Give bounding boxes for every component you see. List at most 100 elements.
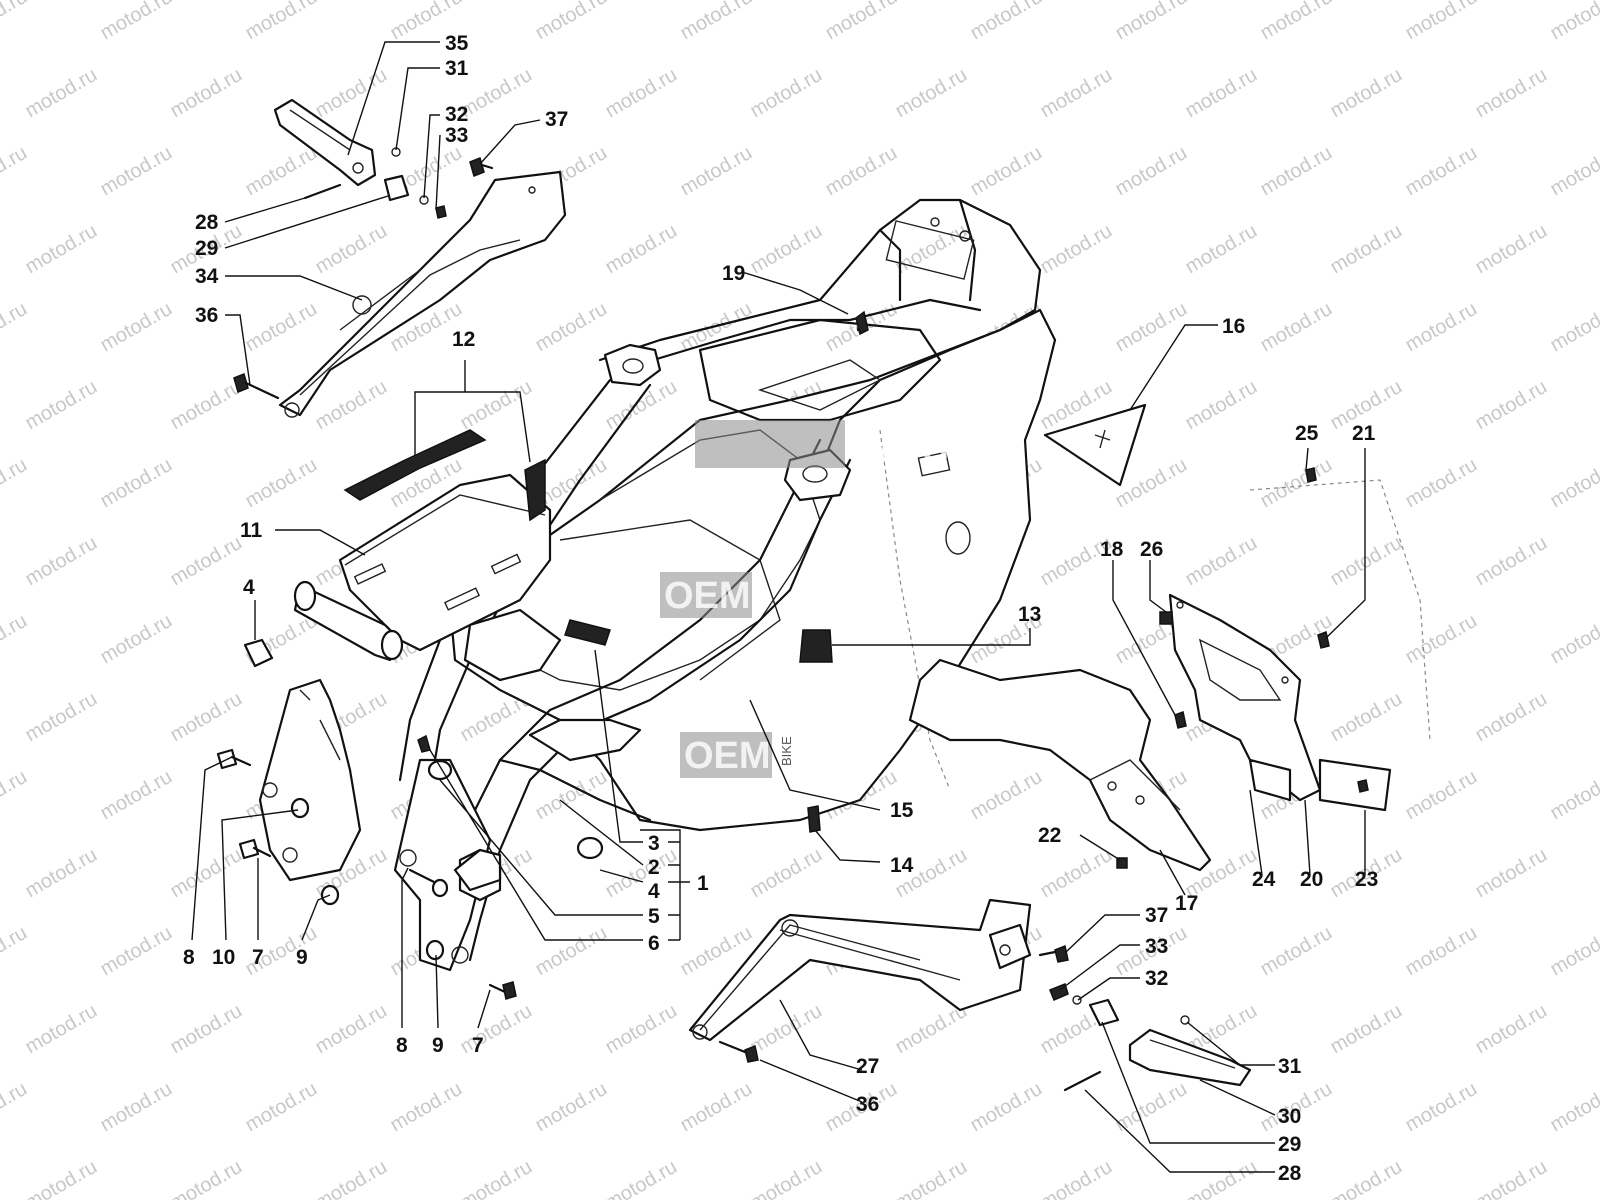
watermark-text: motod.ru [822,0,901,44]
callout-36-top: 36 [195,304,218,327]
watermark-text: motod.ru [0,0,31,44]
watermark-text: motod.ru [532,0,611,44]
watermark-text: motod.ru [747,1000,826,1059]
watermark-text: motod.ru [677,142,756,201]
callout-9-mid: 9 [432,1034,444,1057]
watermark-text: motod.ru [602,1000,681,1059]
watermark-text: motod.ru [822,142,901,201]
watermark-text: motod.ru [167,532,246,591]
watermark-text: motod.ru [167,1156,246,1200]
watermark-text: motod.ru [1257,298,1336,357]
watermark-text: motod.ru [1327,64,1406,123]
watermark-text: motod.ru [0,454,31,513]
watermark-text: motod.ru [1472,220,1551,279]
callout-3: 3 [648,832,660,855]
watermark-text: motod.ru [602,64,681,123]
watermark-text: motod.ru [1037,64,1116,123]
watermark-text: motod.ru [22,688,101,747]
watermark-text: motod.ru [677,1078,756,1137]
callout-31-top: 31 [445,57,469,80]
watermark-text: motod.ru [1112,0,1191,44]
watermark-text: motod.ru [242,454,321,513]
brand-watermark: PARTS OEM PARTS OEM BIKE [660,420,981,778]
watermark-text: motod.ru [0,298,31,357]
watermark-text: motod.ru [22,376,101,435]
callout-8-mid: 8 [396,1034,408,1057]
callout-24: 24 [1252,868,1276,891]
watermark-text: motod.ru [747,64,826,123]
watermark-brand-left-2: OEM [684,735,771,777]
watermark-text: motod.ru [532,766,611,825]
callout-15: 15 [890,799,914,822]
watermark-text: motod.ru [0,766,31,825]
callout-8-left: 8 [183,946,195,969]
watermark-text: motod.ru [892,1156,971,1200]
triangle-plate [1043,403,1147,487]
watermark-text: motod.ru [22,532,101,591]
callout-7-mid: 7 [472,1034,484,1057]
watermark-text: motod.ru [1327,1000,1406,1059]
watermark-text: motod.ru [97,142,176,201]
watermark-text: motod.ru [167,64,246,123]
watermark-text: motod.ru [1472,1156,1551,1200]
callout-32-top: 32 [445,103,468,126]
callout-12: 12 [452,328,475,351]
watermark-text: motod.ru [22,1156,101,1200]
watermark-text: motod.ru [1472,844,1551,903]
watermark-text: motod.ru [1472,376,1551,435]
watermark-text: motod.ru [1472,532,1551,591]
watermark-text: motod.ru [242,1078,321,1137]
watermark-text: motod.ru [97,1078,176,1137]
watermark-text: motod.ru [1182,532,1261,591]
watermark-text: motod.ru [602,220,681,279]
watermark-text: motod.ru [1547,0,1600,44]
callout-28-bot: 28 [1278,1162,1302,1185]
watermark-text: motod.ru [167,688,246,747]
callout-9-left: 9 [296,946,308,969]
watermark-brand-mid: BIKE [779,736,794,766]
watermark-text: motod.ru [532,298,611,357]
callout-27: 27 [856,1055,879,1078]
watermark-text: motod.ru [457,64,536,123]
watermark-text: motod.ru [97,454,176,513]
watermark-text: motod.ru [1112,142,1191,201]
watermark-text: motod.ru [1402,454,1481,513]
callout-14: 14 [890,854,914,877]
watermark-text: motod.ru [1037,220,1116,279]
watermark-text: motod.ru [97,0,176,44]
watermark-text: motod.ru [1472,1000,1551,1059]
watermark-brand-right-2: PARTS [825,575,951,617]
watermark-text: motod.ru [1112,298,1191,357]
watermark-text: motod.ru [1402,766,1481,825]
watermark-text: motod.ru [312,1156,391,1200]
watermark-text: motod.ru [1257,0,1336,44]
watermark-brand-left-1: OEM [664,575,751,617]
callout-37-bot: 37 [1145,904,1168,927]
watermark-text: motod.ru [1547,1078,1600,1137]
callout-33-bot: 33 [1145,935,1168,958]
watermark-text: motod.ru [0,142,31,201]
callout-4-left: 4 [243,576,255,599]
watermark-text: motod.ru [1037,1156,1116,1200]
callout-37-top: 37 [545,108,568,131]
watermark-text: motod.ru [312,64,391,123]
watermark-text: motod.ru [1182,376,1261,435]
watermark-text: motod.ru [1472,688,1551,747]
leader-lines [191,41,1366,1173]
side-plates [216,608,642,1000]
watermark-text: motod.ru [967,766,1046,825]
callout-2: 2 [648,856,660,879]
watermark-text: motod.ru [967,142,1046,201]
watermark-text: motod.ru [457,1000,536,1059]
watermark-text: motod.ru [167,1000,246,1059]
callout-10: 10 [212,946,235,969]
watermark-text: motod.ru [1327,688,1406,747]
callout-7-left: 7 [252,946,264,969]
callout-6: 6 [648,932,660,955]
watermark-text: motod.ru [22,844,101,903]
callout-36-bot: 36 [856,1093,879,1116]
watermark-text: motod.ru [892,64,971,123]
callout-31-bot: 31 [1278,1055,1302,1078]
callout-20: 20 [1300,868,1323,891]
watermark-text: motod.ru [312,376,391,435]
